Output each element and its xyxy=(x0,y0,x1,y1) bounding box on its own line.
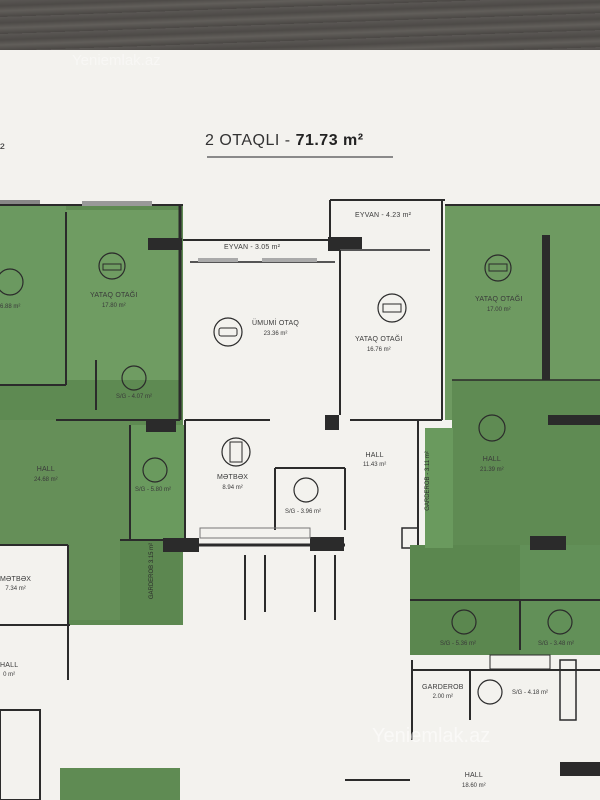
yataq-right-area: 17.00 m² xyxy=(486,307,511,313)
yataq-left-label: YATAQ OTAĞI xyxy=(90,292,138,299)
yataq-center-label: YATAQ OTAĞI xyxy=(355,336,403,343)
garderob-bottom-label: GARDEROB xyxy=(422,684,464,691)
yataq-right-label: YATAQ OTAĞI xyxy=(475,296,523,303)
garderob-right-label: GARDEROB - 3.11 m² xyxy=(424,451,431,511)
hall-right-label: HALL xyxy=(482,456,501,463)
umumi-area: 23.36 m² xyxy=(263,331,288,337)
bath-icon-center xyxy=(293,477,319,503)
hall-center-label: HALL xyxy=(365,452,384,459)
bed-icon-left xyxy=(98,252,126,280)
hall-bottom-left-area: 0 m² xyxy=(3,672,16,678)
title-underline xyxy=(207,156,393,158)
yataq-center-area: 16.76 m² xyxy=(366,347,391,353)
metbex-center-area: 8.94 m² xyxy=(222,485,243,491)
bath-icon-left2 xyxy=(142,457,168,483)
eyvan1-label: EYVAN - 3.05 m² xyxy=(224,244,281,251)
hall-bottom-label: HALL xyxy=(464,772,483,779)
center-apartment xyxy=(148,199,445,620)
bed-icon-center xyxy=(377,293,407,323)
sg-bottom-label: S/G - 4.18 m² xyxy=(512,690,549,696)
bath-icon-left1 xyxy=(121,365,147,391)
bath-icon-bottom xyxy=(477,679,503,705)
bed-icon-right xyxy=(484,254,512,282)
bath-icon-right2 xyxy=(547,609,573,635)
hall-center-area: 11.43 m² xyxy=(363,462,387,468)
metbex-center-label: MƏTBƏX xyxy=(217,474,249,481)
watermark-top: Yeniemlak.az xyxy=(72,52,161,69)
left-fragment-text: ² xyxy=(0,140,5,156)
garderob-bottom-area: 2.00 m² xyxy=(432,694,453,700)
watermark-bottom: Yeniemlak.az xyxy=(372,725,491,747)
hall-bottom-area: 18.60 m² xyxy=(462,783,486,789)
fridge-icon xyxy=(221,437,251,467)
plan-title: 2 OTAQLI - 71.73 m² xyxy=(205,132,364,149)
hall-bottom-left-label: HALL xyxy=(0,662,19,669)
sg-left2-label: S/G - 5.80 m² xyxy=(135,487,172,493)
bath-icon-right1 xyxy=(451,609,477,635)
yataq-far-left-area: 6.88 m² xyxy=(0,304,21,310)
right-apartment xyxy=(410,204,600,800)
yataq-left-area: 17.80 m² xyxy=(101,303,126,309)
metbex-left-area: 7.34 m² xyxy=(5,586,26,592)
sg-center-label: S/G - 3.96 m² xyxy=(285,509,322,515)
hall-left-label: HALL xyxy=(36,466,55,473)
metbex-left-label: MƏTBƏX xyxy=(0,576,32,583)
left-apartment xyxy=(0,200,185,680)
sg-right2-label: S/G - 3.48 m² xyxy=(538,641,575,647)
hall-right-area: 21.39 m² xyxy=(480,467,504,473)
sg-right1-label: S/G - 5.36 m² xyxy=(440,641,477,647)
hall-left-area: 24.68 m² xyxy=(34,477,58,483)
sg-left1-label: S/G - 4.07 m² xyxy=(116,394,153,400)
sofa-icon xyxy=(213,317,243,347)
eyvan2-label: EYVAN - 4.23 m² xyxy=(355,212,412,219)
umumi-label: ÜMUMİ OTAQ xyxy=(252,320,299,327)
garderob-left-label: GARDEROB 3.15 m² xyxy=(149,542,156,600)
